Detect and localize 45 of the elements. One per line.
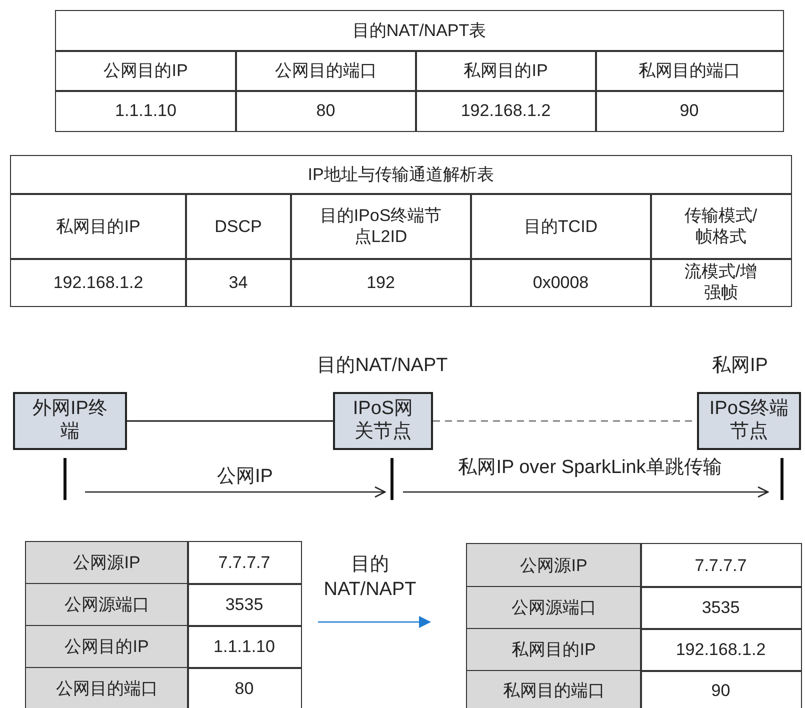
table-title: 目的NAT/NAPT表	[55, 10, 784, 52]
arrow-label: 目的NAT/NAPT	[322, 553, 418, 602]
table-title: IP地址与传输通道解析表	[10, 155, 792, 194]
header-cell: DSCP	[185, 193, 292, 260]
node-caption: 私网IP	[711, 354, 769, 378]
table-cell: 192.168.1.2	[640, 628, 802, 672]
header-cell: 传输模式/帧格式	[650, 193, 792, 260]
header-cell: 私网目的IP	[10, 193, 186, 260]
table-cell: 80	[235, 90, 416, 132]
link-line	[127, 420, 333, 422]
header-cell: 公网目的IP	[25, 625, 188, 668]
table-cell: 1.1.1.10	[187, 625, 302, 668]
header-cell: 私网目的端口	[595, 50, 784, 92]
table-cell: 90	[640, 670, 802, 708]
table-cell: 90	[595, 90, 784, 132]
header-cell: 目的TCID	[470, 193, 652, 260]
header-cell: 私网目的IP	[415, 50, 596, 92]
header-cell: 私网目的端口	[466, 670, 642, 708]
table-cell: 80	[187, 667, 302, 708]
table-cell: 7.7.7.7	[640, 543, 802, 588]
header-cell: 公网源IP	[25, 541, 188, 584]
table-cell: 3535	[187, 583, 302, 626]
arrow-label: 公网IP	[216, 465, 274, 489]
node-box: IPoS网关节点	[333, 392, 433, 450]
table-cell: 3535	[640, 586, 802, 630]
header-cell: 公网目的端口	[235, 50, 416, 92]
header-cell: 公网源IP	[466, 543, 642, 588]
table-cell: 1.1.1.10	[55, 90, 236, 132]
header-cell: 公网源端口	[466, 586, 642, 630]
arrow-label: 私网IP over SparkLink单跳传输	[457, 456, 723, 480]
node-box: IPoS终端节点	[697, 392, 801, 450]
table-cell: 流模式/增强帧	[650, 258, 792, 306]
header-cell: 公网目的IP	[55, 50, 236, 92]
node-box: 外网IP终端	[13, 392, 127, 450]
header-cell: 私网目的IP	[466, 628, 642, 672]
table-cell: 192	[290, 258, 472, 306]
table-cell: 34	[185, 258, 292, 306]
header-cell: 公网目的端口	[25, 667, 188, 708]
node-caption: 目的NAT/NAPT	[316, 354, 449, 378]
table-cell: 0x0008	[470, 258, 652, 306]
table-cell: 192.168.1.2	[415, 90, 596, 132]
header-cell: 公网源端口	[25, 583, 188, 626]
table-cell: 7.7.7.7	[187, 541, 302, 584]
table-cell: 192.168.1.2	[10, 258, 186, 306]
header-cell: 目的IPoS终端节点L2ID	[290, 193, 472, 260]
